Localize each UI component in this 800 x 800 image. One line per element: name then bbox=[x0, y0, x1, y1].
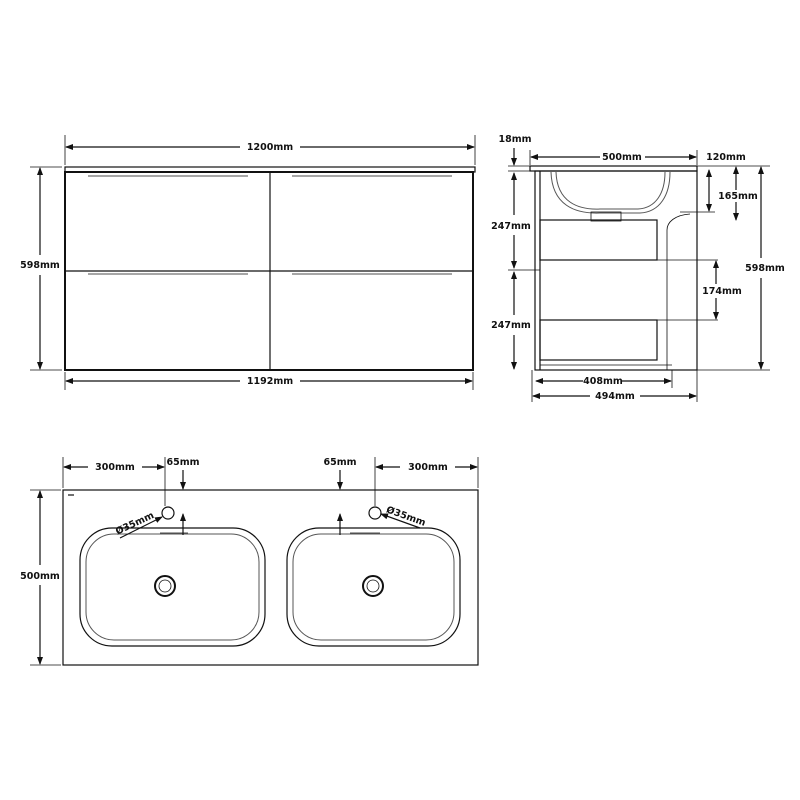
dim-top-depth: 500mm bbox=[20, 571, 60, 582]
waste-trap bbox=[590, 211, 622, 222]
dim-top-thickness: 18mm bbox=[498, 134, 531, 145]
dim-basin-depth: 165mm bbox=[718, 191, 758, 202]
top-view: 300mm 65mm Ø35mm 65mm Ø35mm 300mm 500mm bbox=[20, 457, 479, 666]
basin-profile bbox=[550, 171, 671, 214]
dim-basin-offset: 120mm bbox=[706, 152, 746, 163]
dim-body-depth: 494mm bbox=[595, 391, 635, 402]
dim-left-edge-to-tap: 300mm bbox=[95, 462, 135, 473]
dim-right-edge-to-tap: 300mm bbox=[408, 462, 448, 473]
dim-drawer-upper: 247mm bbox=[491, 221, 531, 232]
left-basin bbox=[79, 527, 266, 647]
dim-width-top: 1200mm bbox=[247, 142, 293, 153]
dim-left-tap-offset: 65mm bbox=[166, 457, 199, 468]
dim-drawer-gap: 174mm bbox=[702, 286, 742, 297]
top-surface bbox=[62, 489, 479, 666]
drawer-handles bbox=[88, 175, 452, 275]
dim-right-tap-offset: 65mm bbox=[323, 457, 356, 468]
dim-height: 598mm bbox=[20, 260, 60, 271]
left-tap-hole bbox=[161, 506, 175, 520]
left-drain bbox=[154, 575, 176, 597]
right-basin bbox=[286, 527, 461, 647]
side-body bbox=[534, 170, 698, 371]
dim-right-tap-hole: Ø35mm bbox=[385, 504, 427, 528]
front-view: 1200mm 598mm 1192mm bbox=[20, 135, 476, 390]
dim-drawer-lower: 247mm bbox=[491, 320, 531, 331]
dim-side-height: 598mm bbox=[745, 263, 785, 274]
dim-width-bottom: 1192mm bbox=[247, 376, 293, 387]
lower-drawer bbox=[539, 319, 658, 361]
side-countertop bbox=[529, 165, 698, 172]
dim-inner-depth: 408mm bbox=[583, 376, 623, 387]
side-view: 18mm 500mm 120mm 247mm 247mm 165mm 598mm… bbox=[491, 134, 785, 402]
right-tap-hole bbox=[368, 506, 382, 520]
dim-depth-top: 500mm bbox=[602, 152, 642, 163]
right-drain bbox=[362, 575, 384, 597]
upper-drawer bbox=[539, 219, 658, 261]
